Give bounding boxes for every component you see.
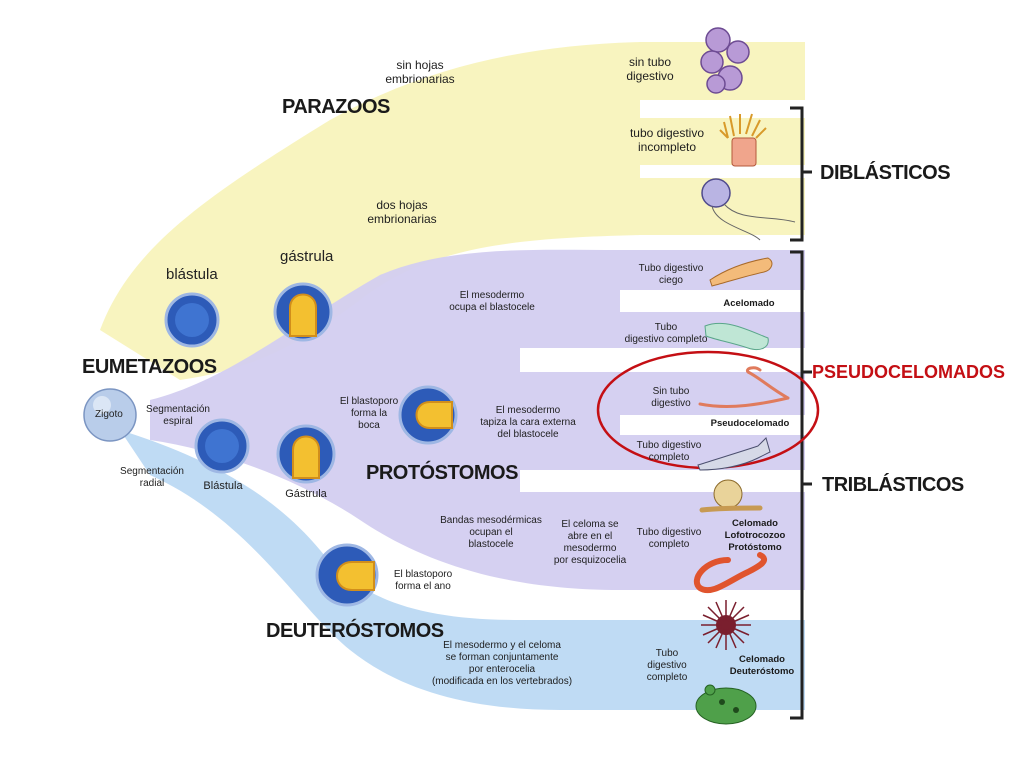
snail-icon [699, 479, 763, 513]
celomado-lofo-label: Celomado Lofotrocozoo Protóstomo [724, 518, 786, 553]
comb-jelly-icon [701, 178, 796, 241]
sin-tubo-label: sin tubo digestivo [626, 55, 674, 83]
sin-tubo-2-label: Sin tubo digestivo [651, 386, 691, 409]
seg-radial-label: Segmentación radial [120, 466, 184, 489]
deuterostomos-title: DEUTERÓSTOMOS [266, 620, 444, 642]
pseudocelomados-title: PSEUDOCELOMADOS [812, 362, 1006, 382]
frog-icon [695, 684, 757, 725]
tubo-completo-2-label: Tubo digestivo completo [636, 440, 702, 463]
tubo-ciego-label: Tubo digestivo ciego [638, 263, 704, 286]
tubo-completo-1-label: Tubo digestivo completo [624, 322, 708, 345]
diblasticos-bracket [790, 106, 804, 242]
zygote-label: Zigoto [95, 409, 123, 420]
eumetazoos-title: EUMETAZOOS [82, 356, 217, 378]
hydra-icon [704, 322, 769, 351]
gastrula-bottom-label: Gástrula [285, 488, 327, 500]
mesodermo-tapiza-label: El mesodermo tapiza la cara externa del … [480, 405, 576, 440]
sea-anemone-icon [719, 113, 767, 167]
sponge-icon [700, 27, 750, 94]
gastrula-bottom-icon [276, 424, 336, 484]
parazoos-band [100, 42, 805, 380]
sea-urchin-icon [701, 600, 751, 650]
blastoporo-ano-label: El blastoporo forma el ano [393, 569, 453, 592]
seg-espiral-label: Segmentación espiral [146, 404, 210, 427]
sin-hojas-label: sin hojas embrionarias [385, 58, 455, 86]
tubo-completo-4-label: Tubo digestivo completo [646, 648, 688, 683]
bandas-label: Bandas mesodérmicas ocupan el blastocele [440, 515, 542, 550]
celomado-deut-label: Celomado Deuteróstomo [729, 654, 795, 677]
gastrula-top-icon [273, 282, 333, 342]
mesodermo-celoma-label: El mesodermo y el celoma se forman conju… [431, 640, 573, 687]
tubo-incompleto-label: tubo digestivo incompleto [629, 126, 705, 154]
gastrula-top-label: gástrula [280, 248, 334, 265]
celoma-abre-label: El celoma se abre en el mesodermo por es… [553, 519, 627, 566]
deuterostome-band [120, 430, 805, 710]
acelomado-label: Acelomado [723, 298, 775, 309]
pseudocelomado-label: Pseudocelomado [710, 418, 790, 429]
protostomos-title: PROTÓSTOMOS [366, 462, 518, 484]
deuterostome-embryo-icon [315, 543, 379, 607]
dos-hojas-label: dos hojas embrionarias [367, 198, 437, 226]
parazoos-title: PARAZOOS [282, 96, 390, 118]
blastula-top-label: blástula [166, 266, 218, 283]
blastula-bottom-label: Blástula [203, 480, 243, 492]
earthworm-icon [693, 552, 768, 593]
blastoporo-boca-label: El blastoporo forma la boca [339, 396, 399, 431]
rotifer-icon [697, 437, 771, 471]
tubo-completo-3-label: Tubo digestivo completo [636, 527, 702, 550]
flatworm-icon [709, 257, 773, 287]
diblasticos-title: DIBLÁSTICOS [820, 162, 951, 184]
protostome-embryo-icon [398, 385, 458, 445]
mesodermo-ocupa-label: El mesodermo ocupa el blastocele [449, 290, 535, 313]
blastula-top-icon [164, 292, 220, 348]
triblasticos-title: TRIBLÁSTICOS [822, 474, 964, 496]
roundworm-icon [698, 366, 790, 408]
blastula-bottom-icon [194, 418, 250, 474]
